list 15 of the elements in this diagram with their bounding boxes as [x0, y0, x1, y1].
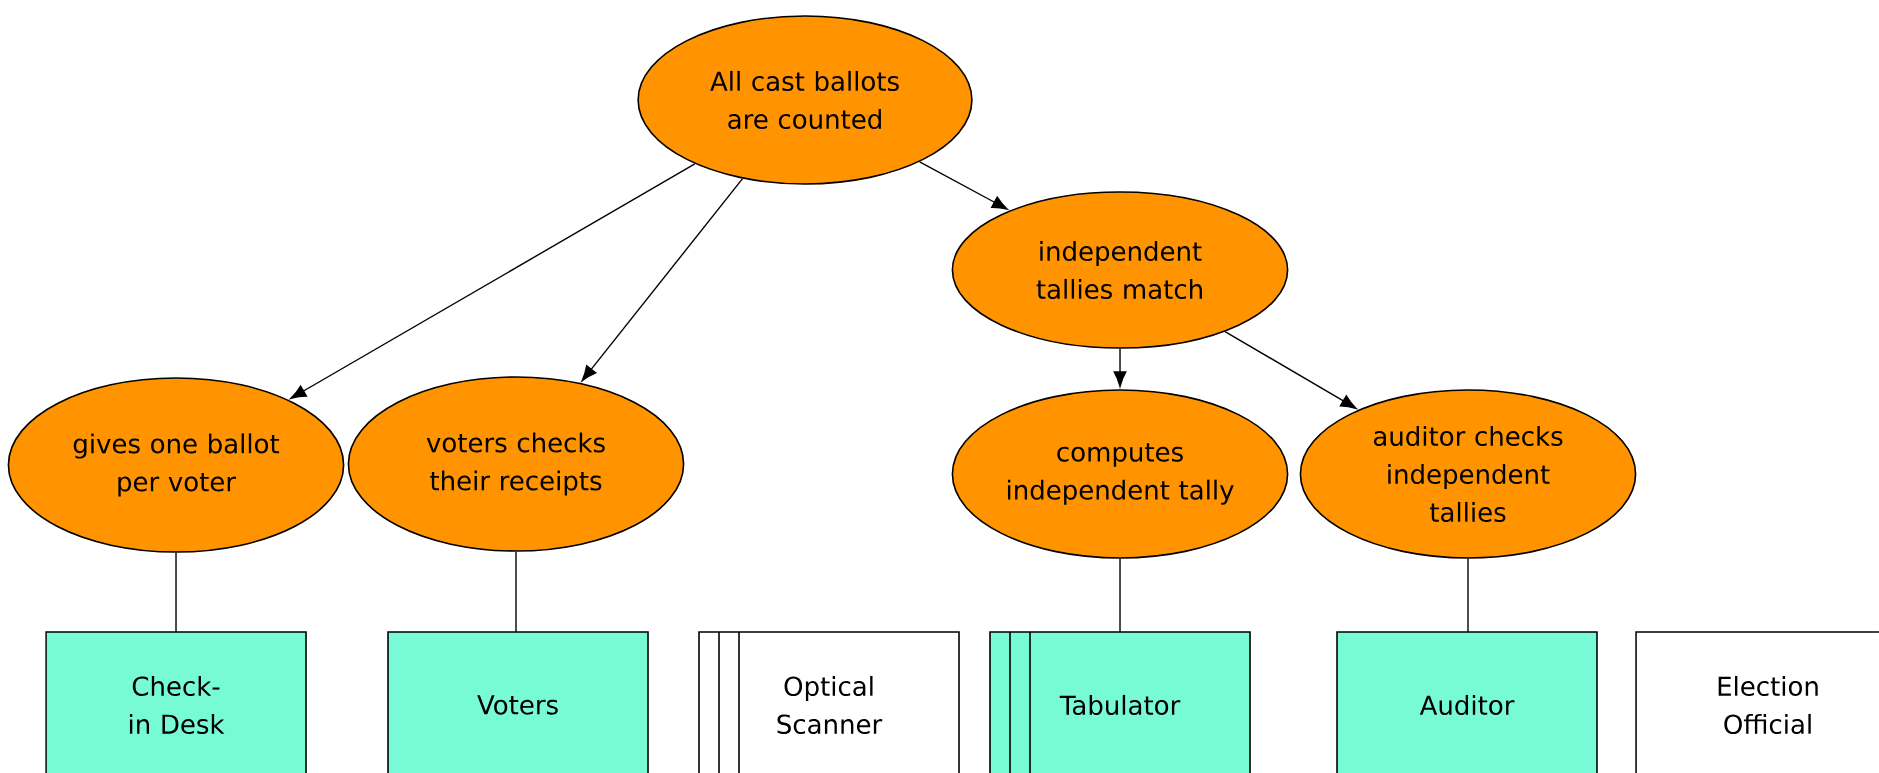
- connector-line: [1119, 558, 1121, 633]
- agent-box: Auditor: [1336, 631, 1598, 773]
- arrow: [1113, 348, 1127, 388]
- arrow: [581, 178, 744, 382]
- agent-box: Check-in Desk: [45, 631, 307, 773]
- connector-line: [515, 551, 517, 633]
- arrow: [290, 163, 696, 399]
- agent-box: Election Official: [1635, 631, 1879, 773]
- connector-line: [1467, 558, 1469, 633]
- agent-box: Voters: [387, 631, 649, 773]
- arrow: [1224, 330, 1357, 409]
- agent-box: Optical Scanner: [698, 631, 960, 773]
- arrow: [918, 161, 1008, 210]
- connector-line: [175, 552, 177, 633]
- agent-box: Tabulator: [989, 631, 1251, 773]
